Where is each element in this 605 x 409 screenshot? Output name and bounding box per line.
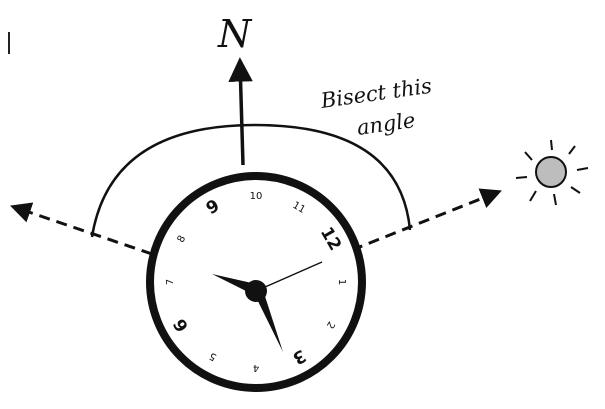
sun-icon [516, 140, 588, 205]
sun-dashed-arrow [352, 192, 498, 250]
left-dashed-arrow [14, 207, 152, 254]
clock-number-10: 10 [250, 191, 263, 202]
clock-number-1: 1 [336, 279, 347, 285]
north-label: N [217, 12, 253, 56]
north-arrow [240, 62, 243, 165]
annotation-line-1: Bisect this [318, 74, 433, 113]
clock-number-4: 4 [253, 362, 259, 373]
clock-center-pivot [245, 280, 267, 302]
clock-number-7: 7 [165, 279, 176, 285]
annotation-line-2: angle [355, 108, 416, 140]
